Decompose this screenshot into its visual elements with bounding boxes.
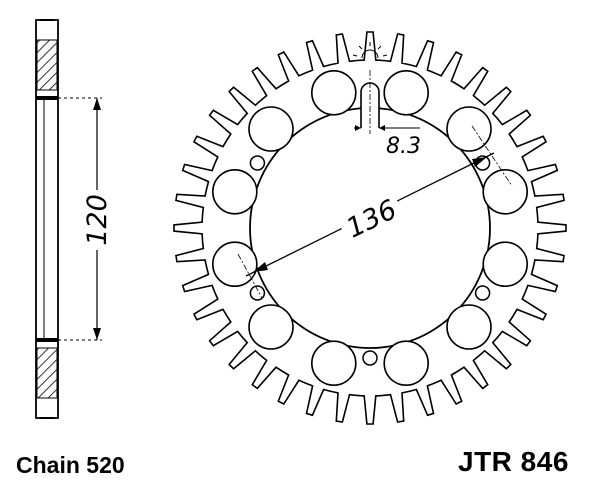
keyway-arrow-right bbox=[379, 125, 385, 131]
keyway-slot bbox=[354, 70, 420, 134]
pcd-ext-left bbox=[237, 253, 263, 299]
pcd-ext-right bbox=[471, 125, 513, 187]
lightening-hole bbox=[383, 340, 430, 387]
bolt-hole bbox=[362, 350, 378, 366]
bolt-hole-label: 8.3 bbox=[386, 134, 421, 159]
sun-mark-icon bbox=[352, 42, 388, 59]
side-top-hatch bbox=[36, 39, 58, 91]
part-number: JTR 846 bbox=[458, 446, 569, 477]
keyway-arrow-left bbox=[355, 125, 361, 131]
lightening-hole bbox=[482, 169, 529, 215]
lightening-hole bbox=[446, 106, 492, 152]
pcd-arrow-right bbox=[472, 157, 487, 167]
lightening-hole bbox=[248, 106, 294, 152]
lightening-hole bbox=[248, 304, 294, 350]
lightening-hole bbox=[310, 70, 357, 116]
dimension-120: 120 bbox=[58, 97, 113, 341]
bolt-hole bbox=[249, 155, 266, 171]
lightening-hole bbox=[212, 241, 258, 288]
lightening-holes bbox=[212, 70, 529, 387]
lightening-hole bbox=[383, 70, 430, 116]
sprocket-front-view: 8.3 136 bbox=[173, 31, 567, 425]
side-profile-view bbox=[35, 19, 59, 419]
lightening-hole bbox=[482, 241, 529, 288]
bolt-hole bbox=[249, 285, 266, 301]
lightening-hole bbox=[212, 169, 258, 215]
chain-label: Chain 520 bbox=[16, 452, 125, 478]
dimension-120-arrow-top bbox=[93, 98, 101, 110]
lightening-hole bbox=[446, 304, 492, 350]
bolt-hole bbox=[474, 285, 491, 301]
side-dimension-label: 120 bbox=[82, 194, 113, 246]
lightening-hole bbox=[310, 340, 357, 387]
dimension-120-arrow-bottom bbox=[93, 328, 101, 340]
pcd-arrow-left bbox=[253, 262, 268, 272]
side-bottom-hatch bbox=[36, 347, 58, 399]
